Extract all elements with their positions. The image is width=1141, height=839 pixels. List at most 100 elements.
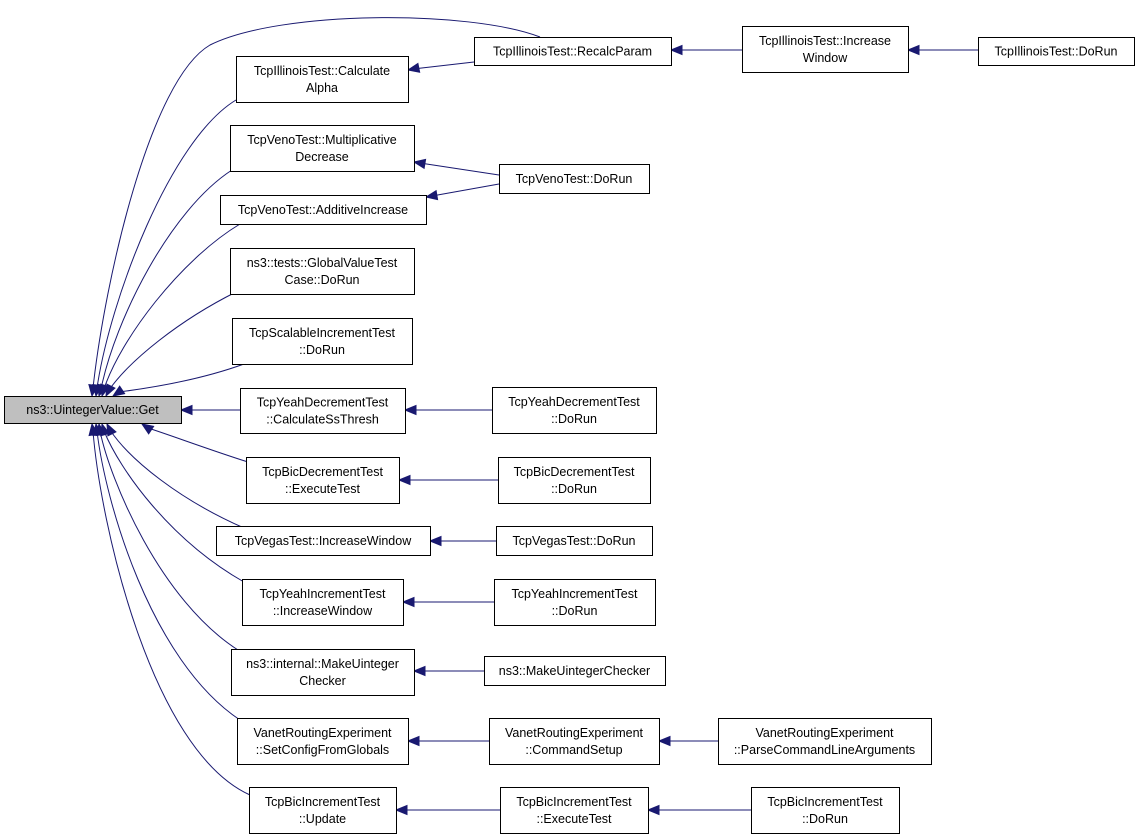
node-label-line: Alpha bbox=[306, 81, 338, 95]
node-label-line: TcpIllinoisTest::Calculate bbox=[254, 64, 390, 78]
edge-yeah_dec_dorun-to-yeah_dec bbox=[403, 404, 492, 416]
node-box[interactable] bbox=[498, 457, 651, 504]
node-box[interactable] bbox=[242, 579, 404, 626]
node-box[interactable] bbox=[236, 56, 409, 103]
node-veno_dorun[interactable]: TcpVenoTest::DoRun bbox=[499, 164, 650, 194]
node-yeah_dec[interactable]: TcpYeahDecrementTest::CalculateSsThresh bbox=[240, 388, 406, 434]
node-label-line: ns3::tests::GlobalValueTest bbox=[247, 256, 398, 270]
node-vanet_parse[interactable]: VanetRoutingExperiment::ParseCommandLine… bbox=[718, 718, 932, 765]
arrowhead bbox=[397, 474, 411, 486]
node-vegas_dorun[interactable]: TcpVegasTest::DoRun bbox=[496, 526, 653, 556]
node-bic_inc_dorun[interactable]: TcpBicIncrementTest::DoRun bbox=[751, 787, 900, 834]
node-box[interactable] bbox=[237, 718, 409, 765]
arrowhead bbox=[669, 44, 683, 56]
node-label-line: TcpBicIncrementTest bbox=[265, 795, 381, 809]
arrowhead bbox=[403, 404, 417, 416]
node-box[interactable] bbox=[232, 318, 413, 365]
node-yeah_inc_dorun[interactable]: TcpYeahIncrementTest::DoRun bbox=[494, 579, 656, 626]
edge-line bbox=[118, 363, 245, 393]
node-ill_dorun[interactable]: TcpIllinoisTest::DoRun bbox=[978, 37, 1135, 66]
node-make_checker[interactable]: ns3::MakeUintegerChecker bbox=[484, 656, 666, 686]
node-bic_dec_dorun[interactable]: TcpBicDecrementTest::DoRun bbox=[498, 457, 651, 504]
edge-veno_dorun-to-veno_add bbox=[424, 183, 500, 201]
edge-line bbox=[147, 427, 249, 463]
node-vegas_inc[interactable]: TcpVegasTest::IncreaseWindow bbox=[216, 526, 431, 556]
node-label-line: ns3::MakeUintegerChecker bbox=[499, 664, 650, 678]
edge-vegas_inc-to-root bbox=[106, 422, 245, 529]
edge-veno_mult-to-root bbox=[97, 169, 233, 398]
edge-yeah_inc_dorun-to-yeah_inc bbox=[401, 596, 494, 608]
edge-bic_dec-to-root bbox=[140, 423, 249, 463]
node-box[interactable] bbox=[4, 396, 182, 424]
arrowhead bbox=[412, 158, 427, 170]
arrowhead bbox=[412, 665, 426, 677]
node-box[interactable] bbox=[751, 787, 900, 834]
arrowhead bbox=[406, 735, 420, 747]
node-box[interactable] bbox=[494, 579, 656, 626]
node-label-line: TcpVenoTest::Multiplicative bbox=[247, 133, 396, 147]
node-label-line: Decrease bbox=[295, 150, 349, 164]
node-vanet_set[interactable]: VanetRoutingExperiment::SetConfigFromGlo… bbox=[237, 718, 409, 765]
node-box[interactable] bbox=[484, 656, 666, 686]
node-label-line: TcpVegasTest::DoRun bbox=[513, 534, 636, 548]
node-box[interactable] bbox=[230, 248, 415, 295]
node-box[interactable] bbox=[474, 37, 672, 66]
node-yeah_inc[interactable]: TcpYeahIncrementTest::IncreaseWindow bbox=[242, 579, 404, 626]
node-root[interactable]: ns3::UintegerValue::Get bbox=[4, 396, 182, 424]
edge-yeah_inc-to-root bbox=[100, 422, 245, 583]
edge-line bbox=[92, 430, 251, 796]
node-vanet_cmd[interactable]: VanetRoutingExperiment::CommandSetup bbox=[489, 718, 660, 765]
node-box[interactable] bbox=[499, 164, 650, 194]
node-box[interactable] bbox=[496, 526, 653, 556]
node-box[interactable] bbox=[500, 787, 649, 834]
node-label-line: TcpYeahDecrementTest bbox=[257, 396, 389, 410]
node-box[interactable] bbox=[246, 457, 400, 504]
node-label-line: TcpScalableIncrementTest bbox=[249, 326, 395, 340]
node-box[interactable] bbox=[231, 649, 415, 696]
node-veno_add[interactable]: TcpVenoTest::AdditiveIncrease bbox=[220, 195, 427, 225]
node-label-line: TcpVenoTest::DoRun bbox=[516, 172, 633, 186]
node-yeah_dec_dorun[interactable]: TcpYeahDecrementTest::DoRun bbox=[492, 387, 657, 434]
arrowhead bbox=[140, 423, 155, 435]
node-bic_inc_exec[interactable]: TcpBicIncrementTest::ExecuteTest bbox=[500, 787, 649, 834]
node-incwin_ill[interactable]: TcpIllinoisTest::IncreaseWindow bbox=[742, 26, 909, 73]
edge-scal_test-to-root bbox=[111, 363, 245, 397]
node-box[interactable] bbox=[216, 526, 431, 556]
edge-vegas_dorun-to-vegas_inc bbox=[428, 535, 496, 547]
node-box[interactable] bbox=[230, 125, 415, 172]
arrowhead bbox=[428, 535, 442, 547]
node-box[interactable] bbox=[220, 195, 427, 225]
node-box[interactable] bbox=[742, 26, 909, 73]
node-label-line: ::ExecuteTest bbox=[285, 482, 361, 496]
node-label-line: TcpBicIncrementTest bbox=[767, 795, 883, 809]
node-label-line: TcpYeahIncrementTest bbox=[259, 587, 386, 601]
edge-line bbox=[412, 61, 475, 70]
arrowhead bbox=[406, 62, 421, 73]
node-recalc[interactable]: TcpIllinoisTest::RecalcParam bbox=[474, 37, 672, 66]
node-box[interactable] bbox=[489, 718, 660, 765]
edge-veno_add-to-root bbox=[100, 223, 241, 398]
node-box[interactable] bbox=[718, 718, 932, 765]
arrowhead bbox=[906, 44, 920, 56]
node-label-line: ::CalculateSsThresh bbox=[266, 413, 379, 427]
edge-ill_dorun-to-incwin_ill bbox=[906, 44, 978, 56]
node-label-line: ns3::internal::MakeUinteger bbox=[246, 657, 399, 671]
node-box[interactable] bbox=[978, 37, 1135, 66]
edge-line bbox=[103, 223, 241, 390]
edge-line bbox=[96, 99, 237, 389]
edge-vanet_cmd-to-vanet_set bbox=[406, 735, 489, 747]
node-box[interactable] bbox=[240, 388, 406, 434]
node-bic_dec[interactable]: TcpBicDecrementTest::ExecuteTest bbox=[246, 457, 400, 504]
node-make_internal[interactable]: ns3::internal::MakeUintegerChecker bbox=[231, 649, 415, 696]
node-box[interactable] bbox=[249, 787, 397, 834]
node-label-line: ::SetConfigFromGlobals bbox=[256, 743, 389, 757]
node-box[interactable] bbox=[492, 387, 657, 434]
node-label-line: VanetRoutingExperiment bbox=[755, 726, 894, 740]
node-bic_inc[interactable]: TcpBicIncrementTest::Update bbox=[249, 787, 397, 834]
node-label-line: TcpIllinoisTest::Increase bbox=[759, 34, 891, 48]
node-scal_test[interactable]: TcpScalableIncrementTest::DoRun bbox=[232, 318, 413, 365]
